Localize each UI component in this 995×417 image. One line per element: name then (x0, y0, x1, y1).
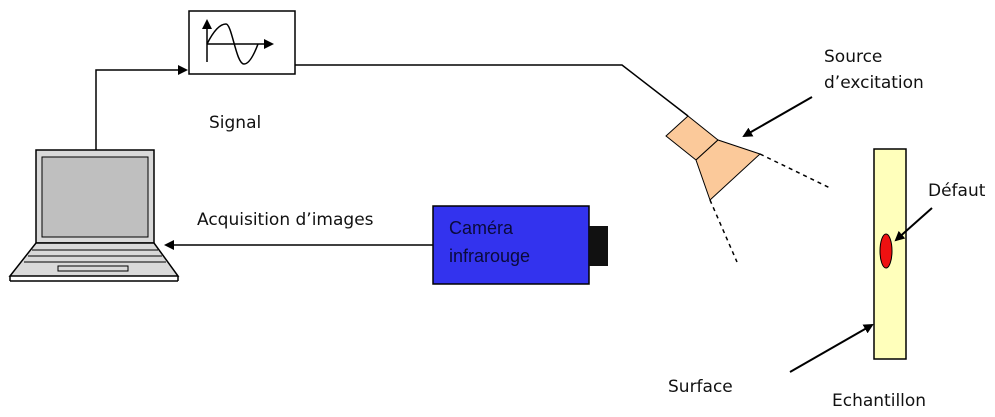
beam-lower (709, 199, 738, 263)
camera-label-line2: infrarouge (449, 246, 531, 266)
infrared-camera (432, 205, 608, 285)
source-label-line2: d’excitation (824, 73, 924, 93)
echantillon-label: Echantillon (832, 391, 927, 411)
signal-generator (188, 10, 296, 75)
acquisition-label: Acquisition d’images (197, 210, 374, 230)
signal-label: Signal (209, 113, 262, 133)
signal-to-source-cable (295, 64, 689, 117)
surface-pointer-arrow (789, 324, 874, 373)
defect-pointer-arrow (894, 207, 933, 242)
surface-label: Surface (668, 377, 733, 397)
laptop-icon (8, 149, 180, 282)
source-label-line1: Source (824, 47, 883, 67)
excitation-source (665, 115, 761, 201)
camera-label-line1: Caméra (449, 218, 514, 238)
source-pointer-arrow (742, 96, 813, 137)
laptop-to-signal-line (95, 65, 188, 150)
defaut-label: Défaut (928, 181, 986, 201)
beam-upper (759, 153, 831, 189)
sine-wave-icon (202, 19, 274, 65)
defect (879, 233, 893, 269)
